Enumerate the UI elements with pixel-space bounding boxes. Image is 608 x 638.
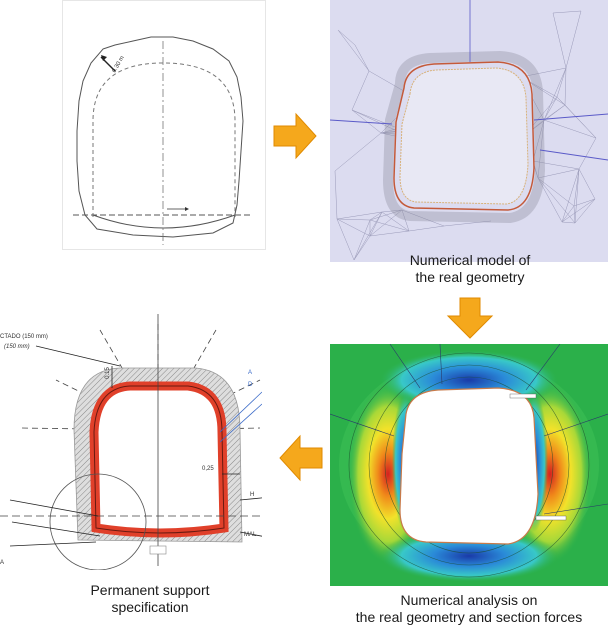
dimension-label: 0.30 m	[112, 55, 126, 74]
mesh-edge	[334, 170, 338, 220]
mesh-edge	[543, 119, 597, 139]
mesh-edge	[380, 130, 398, 134]
mesh-edge	[573, 198, 596, 207]
numerical-analysis-caption: Numerical analysis on the real geometry …	[330, 592, 608, 626]
mesh-edge	[573, 205, 576, 224]
mesh-edge	[556, 96, 597, 139]
mesh-edge	[565, 10, 582, 69]
left-a-label: A	[0, 560, 5, 566]
shotcrete-label-2: (150 mm)	[4, 344, 30, 350]
mesh-edge	[369, 209, 403, 237]
numerical-analysis-caption-line1: Numerical analysis on	[400, 592, 538, 608]
thickness-top-label: 0.15	[104, 367, 111, 379]
mesh-edge	[334, 132, 382, 172]
mesh-edge	[552, 12, 567, 69]
numerical-model-caption-line1: Numerical model of	[409, 252, 531, 268]
mesh-edge	[336, 218, 371, 237]
mesh-edge	[336, 218, 355, 261]
mesh-edge	[537, 177, 575, 207]
mesh-edge	[351, 109, 398, 132]
permanent-support-caption: Permanent support specification	[60, 582, 240, 616]
numerical-model-caption-line2: the real geometry	[415, 269, 525, 285]
contour-plot	[330, 344, 608, 586]
permanent-support-caption-line1: Permanent support	[90, 582, 210, 598]
mesh-edge	[543, 67, 567, 121]
real-geometry-drawing: 0.30 m	[73, 36, 253, 245]
mesh-edge	[532, 160, 580, 170]
mesh-edge	[537, 119, 545, 179]
numerical-analysis-caption-line2: the real geometry and section forces	[355, 609, 583, 625]
mesh-edge	[369, 230, 410, 237]
mesh-drawing	[330, 0, 608, 262]
mesh-edge	[381, 209, 403, 213]
mesh-edge	[336, 218, 371, 221]
mesh-edge	[564, 67, 567, 106]
mesh-edge	[573, 168, 580, 207]
support-drawing	[0, 310, 262, 570]
mesh-edge	[369, 211, 383, 221]
dimension-025-label: 0,25	[202, 466, 214, 472]
mesh-edge	[552, 10, 582, 14]
mesh-edge	[336, 211, 383, 220]
mesh-edge	[337, 29, 356, 46]
mesh-edge	[369, 209, 403, 221]
mesh-edge	[578, 168, 596, 200]
mesh-edge	[337, 29, 370, 72]
mesh-edge	[537, 177, 563, 223]
mesh-edge	[381, 211, 410, 232]
arrow-right-icon	[273, 112, 317, 160]
mesh-edge	[353, 235, 371, 261]
mesh-edge	[561, 221, 576, 224]
numerical-model-caption: Numerical model of the real geometry	[360, 252, 580, 286]
mesh-edge	[369, 219, 410, 232]
mesh-edge	[556, 67, 567, 98]
mesh-edge	[369, 211, 383, 237]
right-a-label: A	[248, 370, 253, 376]
mesh-edge	[353, 211, 383, 261]
mesh-edge	[401, 209, 410, 232]
right-d-label: D	[248, 382, 253, 388]
mesh-edge	[543, 96, 558, 121]
mesh-edge	[537, 177, 576, 224]
shotcrete-label-1: CTADO (150 mm)	[0, 334, 48, 340]
mesh-edge	[353, 219, 371, 261]
numerical-analysis-panel	[330, 344, 608, 586]
right-h-label: H	[250, 492, 255, 498]
mesh-edge	[574, 168, 580, 224]
mesh-edge	[532, 119, 545, 162]
arrow-left-icon	[279, 434, 323, 482]
real-geometry-panel: 0.30 m	[62, 0, 266, 250]
permanent-support-caption-line2: specification	[111, 599, 189, 615]
mesh-edge	[561, 205, 575, 223]
mesh-edge	[578, 137, 597, 170]
mesh-edge	[537, 168, 580, 179]
mesh-edge	[354, 44, 370, 72]
mesh-edge	[520, 67, 567, 78]
mesh-edge	[351, 70, 370, 111]
arrow-down-icon	[446, 297, 494, 339]
permanent-support-panel: CTADO (150 mm) (150 mm) 0.15 0,25 A D H …	[0, 310, 262, 570]
mesh-edge	[351, 109, 382, 134]
mesh-edge	[443, 220, 492, 227]
numerical-model-panel	[330, 0, 608, 262]
mesh-edge	[401, 209, 445, 227]
mesh-edge	[408, 225, 445, 232]
right-mal-label: MAL	[244, 532, 257, 538]
mesh-edge	[574, 198, 596, 224]
mesh-edge	[561, 198, 596, 223]
mesh-edge	[561, 168, 580, 223]
